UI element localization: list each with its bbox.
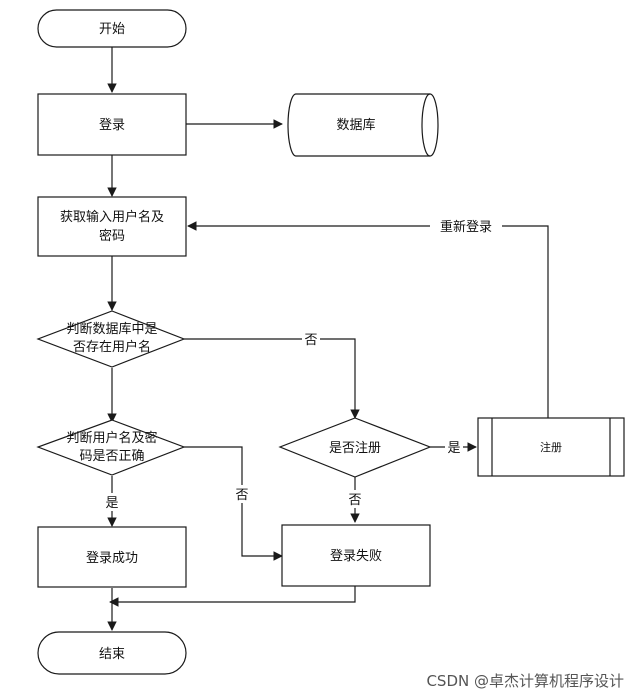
edges — [107, 47, 549, 631]
node-start-label: 开始 — [99, 22, 125, 37]
node-register-label: 注册 — [540, 440, 562, 454]
node-end: 结束 — [37, 631, 187, 675]
node-login-label: 登录 — [99, 118, 125, 133]
edge-label-relogin-text: 重新登录 — [440, 219, 492, 235]
edge-label-pwd-no-text: 否 — [235, 488, 248, 503]
node-database: 数据库 — [287, 93, 439, 157]
edge-fail-to-end-line — [109, 586, 356, 607]
node-get-input: 获取输入用户名及 密码 — [37, 196, 187, 257]
node-register-question-label: 是否注册 — [329, 441, 381, 456]
edge-register-relogin-to-input — [187, 221, 549, 418]
node-check-user-label-line2: 否存在用户名 — [73, 339, 151, 355]
edge-label-reg-no: 否 — [346, 490, 364, 508]
node-database-label: 数据库 — [336, 117, 375, 133]
node-register-question: 是否注册 — [278, 417, 432, 478]
node-start: 开始 — [37, 9, 187, 48]
node-check-user: 判断数据库中是 否存在用户名 — [36, 310, 186, 368]
edge-label-reg-yes-text: 是 — [447, 441, 460, 456]
edge-label-no-user: 否 — [302, 330, 320, 348]
node-end-label: 结束 — [99, 647, 125, 662]
node-login-fail: 登录失败 — [281, 524, 431, 587]
node-check-pwd-label-line1: 判断用户名及密 — [66, 430, 157, 446]
edge-label-reg-yes: 是 — [445, 438, 463, 456]
node-login-success: 登录成功 — [37, 526, 187, 588]
edge-label-pwd-yes: 是 — [103, 493, 121, 511]
node-login: 登录 — [37, 93, 187, 156]
edge-check-user-no-to-register-q — [184, 338, 360, 419]
edge-label-no-user-text: 否 — [304, 333, 317, 348]
edge-label-relogin: 重新登录 — [430, 217, 502, 235]
edge-label-reg-no-text: 否 — [348, 493, 361, 508]
node-get-input-label-line1: 获取输入用户名及 — [60, 209, 164, 225]
edge-label-pwd-no: 否 — [233, 485, 251, 503]
node-check-pwd-label-line2: 码是否正确 — [79, 449, 144, 464]
edge-label-pwd-yes-text: 是 — [105, 496, 118, 511]
node-login-fail-label: 登录失败 — [330, 549, 382, 564]
node-register: 注册 — [477, 417, 625, 477]
node-check-user-label-line1: 判断数据库中是 — [66, 321, 157, 337]
watermark: CSDN @卓杰计算机程序设计 — [426, 672, 624, 690]
node-get-input-label-line2: 密码 — [99, 228, 125, 244]
node-check-pwd: 判断用户名及密 码是否正确 — [36, 419, 186, 476]
node-login-success-label: 登录成功 — [86, 551, 138, 566]
